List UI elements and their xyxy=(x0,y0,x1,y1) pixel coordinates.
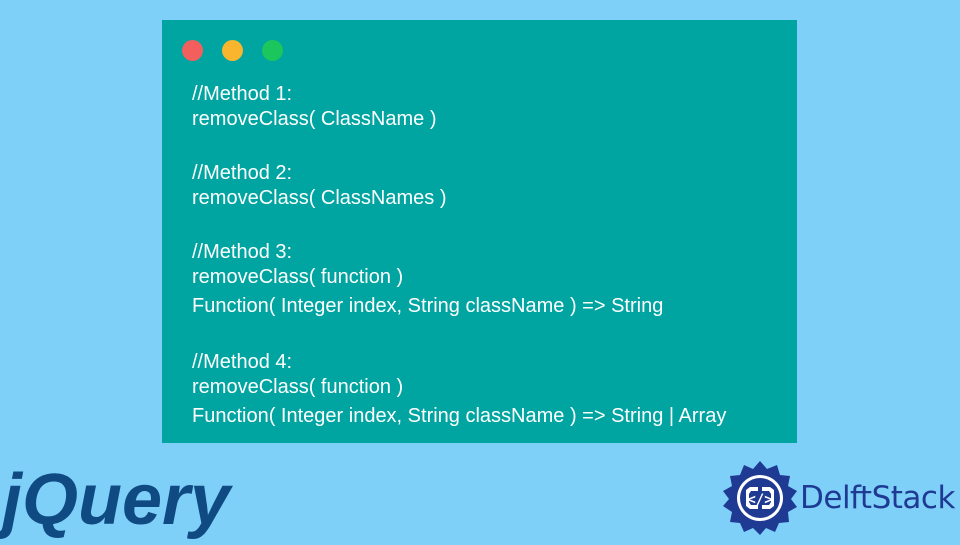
code-line: removeClass( function ) xyxy=(192,266,404,288)
code-line: removeClass( function ) xyxy=(192,376,404,398)
code-block: //Method 1: removeClass( ClassName ) //Met… xyxy=(192,82,726,431)
code-line: removeClass( ClassNames ) xyxy=(192,187,447,209)
jquery-wordmark-icon: jQuery xyxy=(0,460,234,540)
code-blank-line xyxy=(192,321,726,350)
code-line: //Method 3: xyxy=(192,241,293,263)
jquery-logo-text: jQuery xyxy=(0,460,234,540)
code-line: //Method 4: xyxy=(192,351,293,373)
code-blank-line xyxy=(192,211,726,240)
code-line: //Method 1: xyxy=(192,83,293,105)
maximize-dot xyxy=(262,40,283,61)
close-dot xyxy=(182,40,203,61)
code-window: //Method 1: removeClass( ClassName ) //Met… xyxy=(162,20,797,443)
code-line: //Method 2: xyxy=(192,162,293,184)
window-controls xyxy=(182,40,283,61)
minimize-dot xyxy=(222,40,243,61)
delftstack-logo-text: DelftStack xyxy=(800,480,955,516)
jquery-logo: jQuery xyxy=(0,460,290,545)
code-line: removeClass( ClassName ) xyxy=(192,108,437,130)
code-line: Function( Integer index, String classNam… xyxy=(192,295,664,317)
delftstack-logo: </> DelftStack xyxy=(722,460,955,536)
code-line: Function( Integer index, String classNam… xyxy=(192,405,727,427)
code-brackets-badge-icon: </> xyxy=(723,461,797,535)
code-blank-line xyxy=(192,132,726,161)
svg-text:</>: </> xyxy=(747,492,772,508)
